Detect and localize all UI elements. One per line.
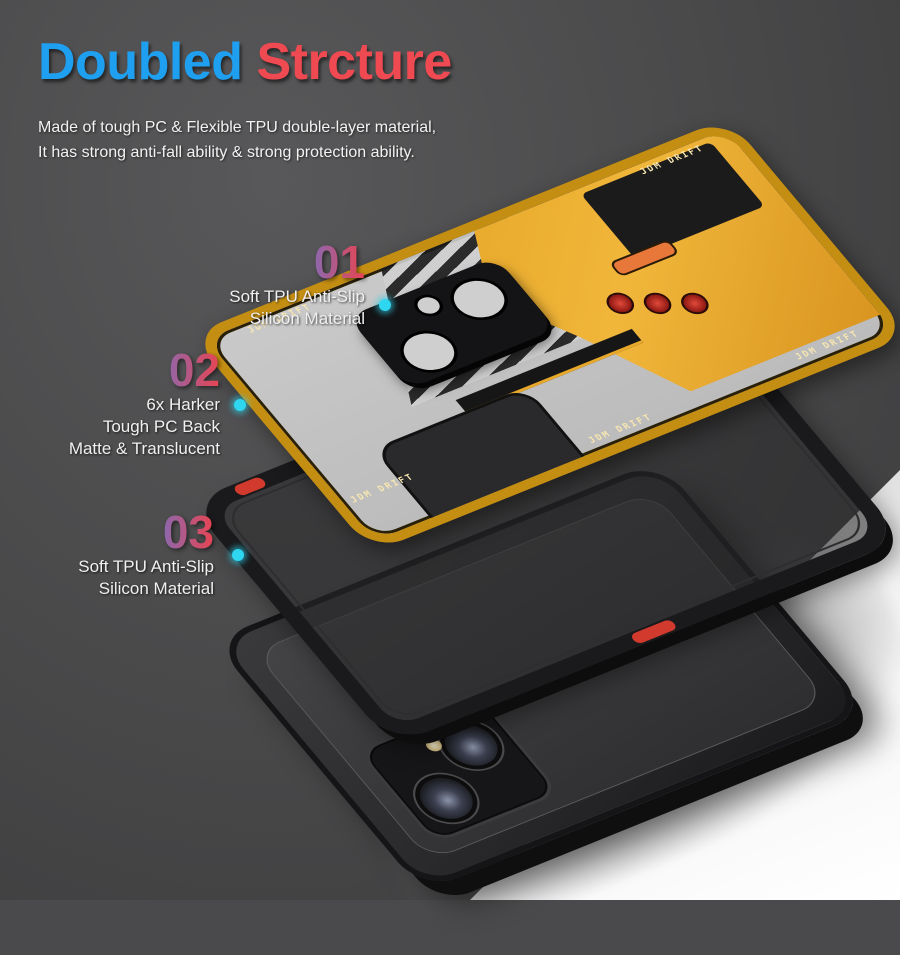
callout-text: Tough PC Back (102, 417, 220, 436)
callout-dot-02 (234, 399, 246, 411)
title-word-structure: Strcture (256, 33, 452, 91)
subtitle: Made of tough PC & Flexible TPU double-l… (38, 115, 436, 165)
flash-hole (408, 290, 449, 321)
callout-number: 01 (229, 238, 365, 286)
callout-03: 03 Soft TPU Anti-Slip Silicon Material (78, 508, 214, 600)
callout-text: Matte & Translucent (68, 439, 220, 458)
title-word-doubled: Doubled (38, 33, 243, 91)
callout-text: Silicon Material (98, 579, 214, 598)
callout-text: Soft TPU Anti-Slip (78, 557, 214, 576)
brand-print-label: JDM DRIFT (586, 412, 656, 446)
callout-02: 02 6x Harker Tough PC Back Matte & Trans… (69, 346, 220, 460)
camera-lens-icon (403, 766, 490, 831)
callout-number: 03 (78, 508, 214, 556)
page-title: Doubled Strcture (38, 32, 452, 92)
subtitle-line-2: It has strong anti-fall ability & strong… (38, 144, 415, 161)
callout-01: 01 Soft TPU Anti-Slip Silicon Material (229, 238, 365, 330)
subtitle-line-1: Made of tough PC & Flexible TPU double-l… (38, 119, 437, 136)
callout-dot-01 (379, 299, 391, 311)
callout-text: 6x Harker (146, 395, 220, 414)
callout-number: 02 (69, 346, 220, 394)
callout-text: Silicon Material (249, 309, 365, 328)
callout-dot-03 (232, 549, 244, 561)
camera-hole (439, 270, 519, 328)
callout-text: Soft TPU Anti-Slip (229, 287, 365, 306)
